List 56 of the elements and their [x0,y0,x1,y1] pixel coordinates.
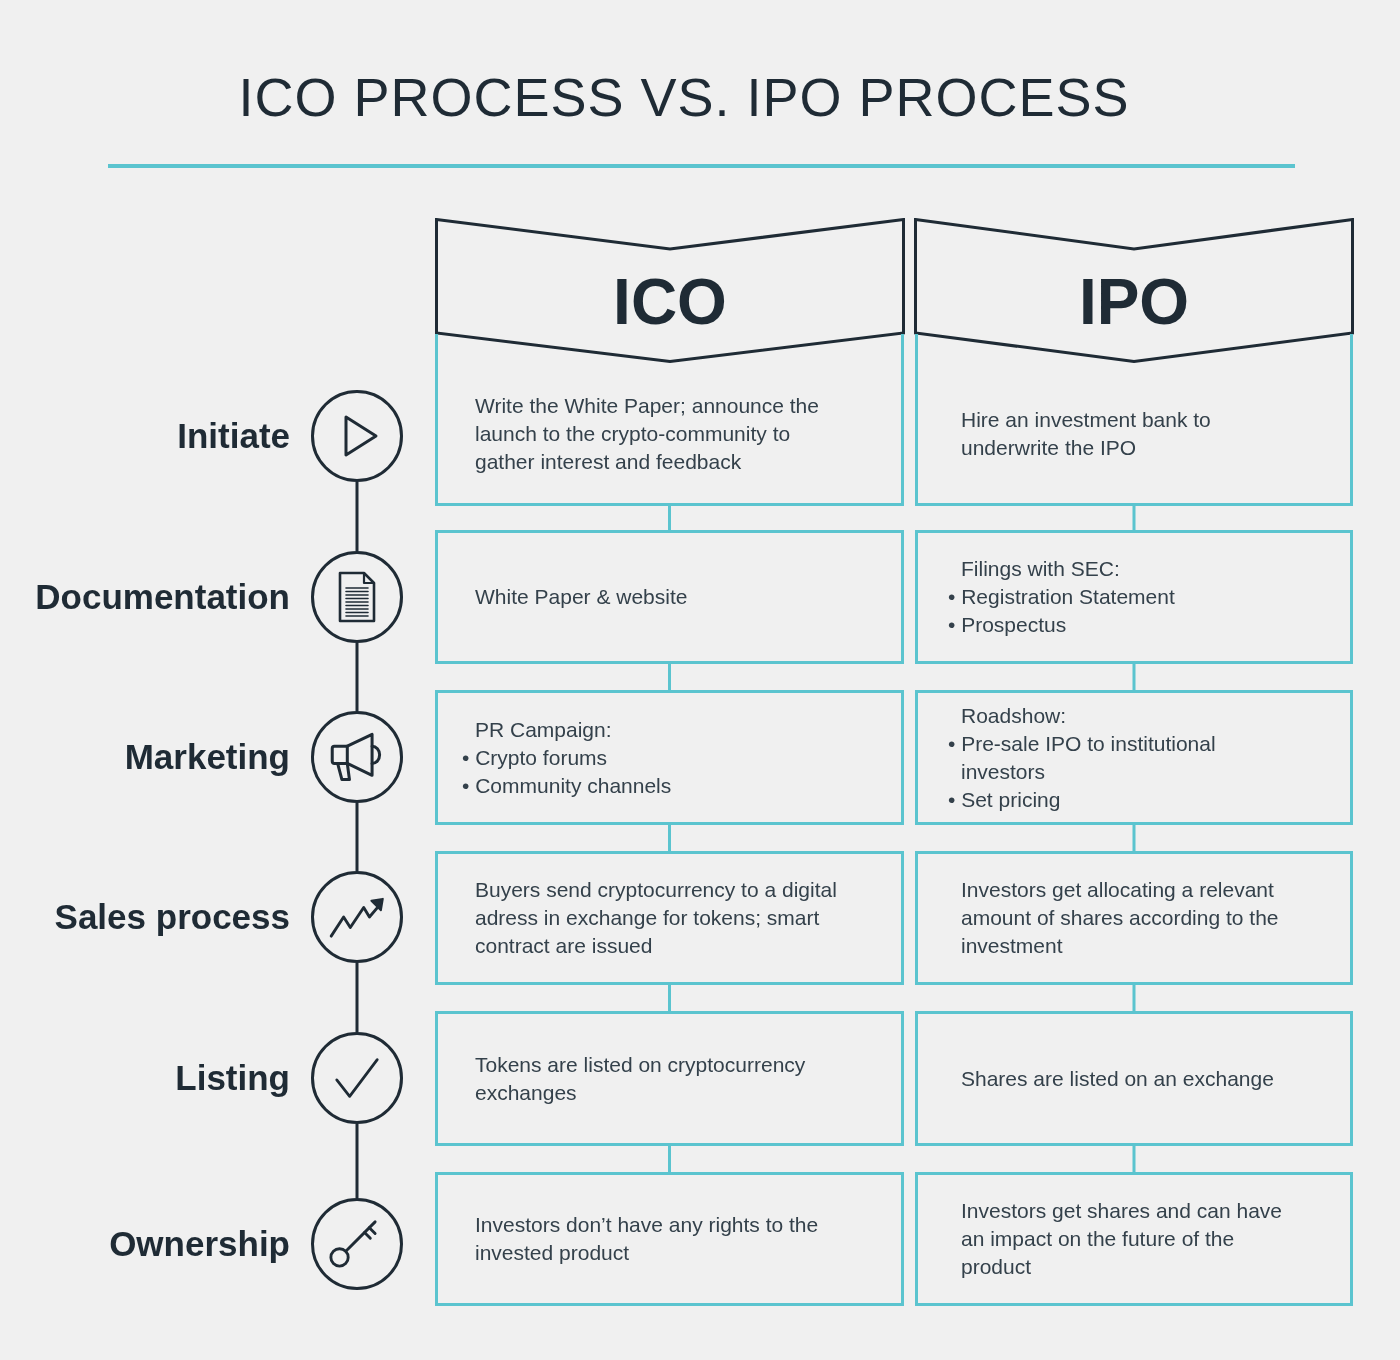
connector-line [1132,985,1136,1011]
step-box [435,690,904,825]
connector-line [1132,1146,1136,1172]
step-box [915,530,1353,664]
step-label: Listing [175,1057,290,1099]
connector-line [355,1124,359,1198]
connector-line [355,482,359,551]
list-heading: Roadshow: [961,702,1067,729]
chevron-banner [914,218,1354,363]
cell-text: Investors get allocating a relevant amount of shares according to the investment [961,877,1280,959]
step-box [435,851,904,985]
cell-text: Hire an investment bank to underwrite the IPO [961,406,1212,461]
connector-line [668,506,671,530]
column-heading: ICO [613,265,727,340]
step-box [915,851,1353,985]
step-label: Marketing [124,736,290,778]
list-heading: PR Campaign: [475,716,612,743]
connector-line [1132,825,1136,851]
connector-line [355,963,359,1032]
list-item: • Crypto forums [462,744,608,771]
cell-text: Write the White Paper; announce the launch to the crypto-community to gather interest and feedback [475,392,820,475]
title-heading: ICO PROCESS VS. IPO PROCESS [238,66,1130,129]
step-box [915,1011,1353,1146]
list-item: • Registration Statement [948,584,1175,610]
connector-line [355,803,359,871]
step-label: Sales process [54,896,290,938]
step-label: Initiate [177,415,290,457]
step-box [435,1172,904,1306]
list-item: • Prospectus [948,612,1067,638]
cell-text: Investors don’t have any rights to the invested product [475,1212,820,1266]
list-item: • Community channels [462,772,672,799]
step-box [435,1011,904,1146]
list-item: • Pre-sale IPO to institutional investors [948,730,1217,785]
connector-line [668,985,671,1011]
step-label: Ownership [109,1223,290,1265]
list-heading: Filings with SEC: [961,556,1120,582]
step-box [915,1172,1353,1306]
connector-line [355,643,359,711]
connector-line [668,825,671,851]
step-box [915,690,1353,825]
step-box [915,334,1353,506]
cell-text: Investors get shares and can have an impact on the future of the product [961,1198,1284,1280]
connector-line [1132,664,1136,690]
cell-text: Shares are listed on an exchange [961,1065,1274,1092]
connector-line [1132,506,1136,530]
connector-line [668,1146,671,1172]
cell-text: Buyers send cryptocurrency to a digital adress in exchange for tokens; smart contract are issued [475,877,838,959]
step-label: Documentation [35,576,290,618]
cell-text: White Paper & website [475,584,688,610]
column-heading: IPO [1078,265,1190,340]
chevron-banner [435,218,905,363]
step-box [435,530,904,664]
cell-text: Tokens are listed on cryptocurrency exchanges [475,1051,807,1106]
step-box [435,334,904,506]
list-item: • Set pricing [948,786,1061,813]
connector-line [668,664,671,690]
